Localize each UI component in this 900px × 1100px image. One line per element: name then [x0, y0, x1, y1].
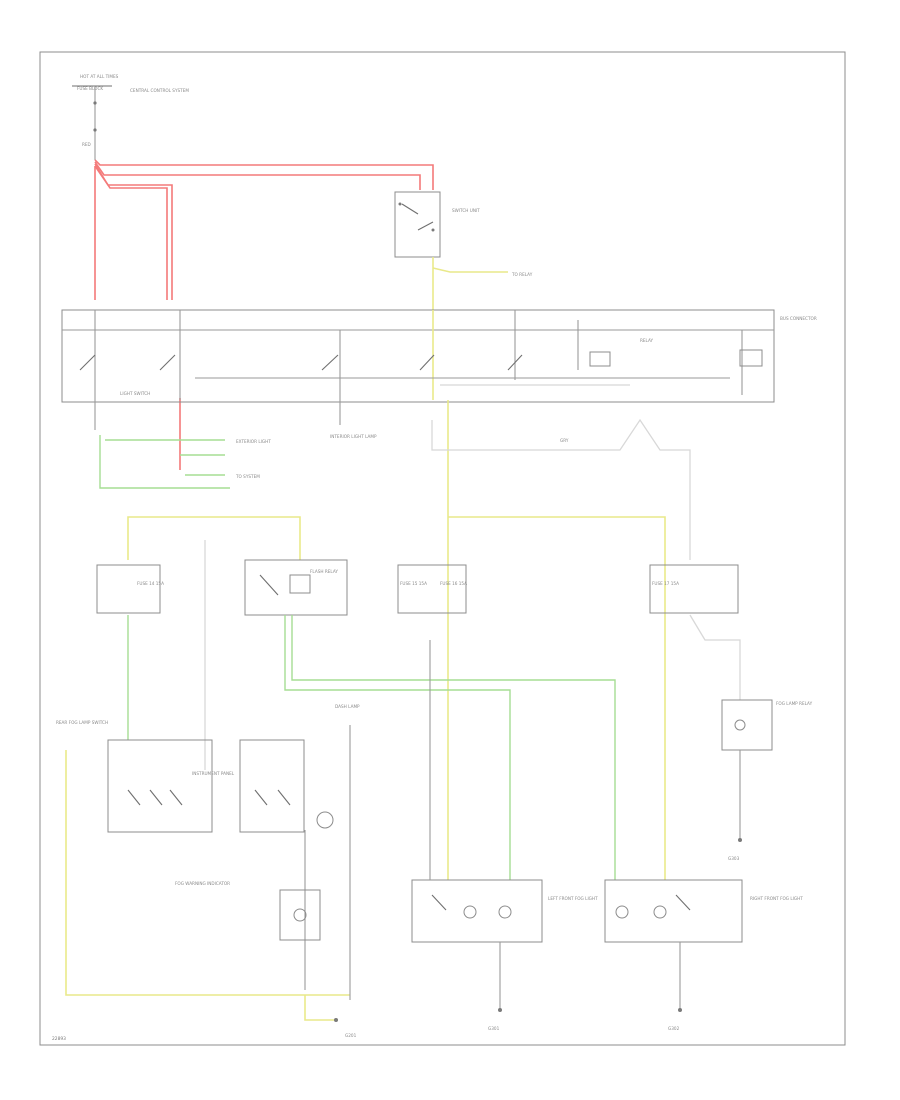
- gry-wire-label: GRY: [560, 438, 569, 443]
- left-switch-label: REAR FOG LAMP SWITCH: [56, 720, 108, 725]
- light-switch-group: REAR FOG LAMP SWITCH DASH LAMP INSTRUMEN…: [56, 615, 360, 1038]
- fuse-block-label: FUSE BLOCK: [77, 86, 103, 91]
- to-relay-label: TO RELAY: [511, 272, 533, 277]
- instrument-panel-label: INSTRUMENT PANEL: [192, 771, 235, 776]
- power-source: HOT AT ALL TIMES FUSE BLOCK CENTRAL CONT…: [72, 74, 189, 160]
- switch-unit: SWITCH UNIT TO RELAY: [394, 191, 533, 310]
- fuse-d-label: FUSE 17 15A: [652, 581, 679, 586]
- red-wires: [94, 159, 434, 470]
- lower-bus-wires: EXTERIOR LIGHT TO SYSTEM INTERIOR LIGHT …: [94, 400, 691, 880]
- ground-c-label: G302: [668, 1026, 680, 1031]
- bus-connector-label: BUS CONNECTOR: [780, 316, 817, 321]
- to-system-label: TO SYSTEM: [235, 474, 260, 479]
- flash-relay: FLASH RELAY: [204, 540, 616, 880]
- light-switch-label: LIGHT SWITCH: [120, 391, 150, 396]
- left-fog-light: LEFT FRONT FOG LIGHT G301: [411, 640, 598, 1031]
- fuse-b-label: FUSE 15 15A: [400, 581, 427, 586]
- ground-a-label: G201: [345, 1033, 357, 1038]
- relay-label: RELAY: [640, 338, 654, 343]
- switch-unit-label: SWITCH UNIT: [452, 208, 480, 213]
- right-fog-label: RIGHT FRONT FOG LIGHT: [750, 896, 803, 901]
- diagram-frame: [39, 51, 846, 1046]
- ground-d-label: G303: [728, 856, 740, 861]
- yellow-wires: [65, 516, 666, 1021]
- fog-warning-label: FOG WARNING INDICATOR: [175, 881, 230, 886]
- flash-relay-label: FLASH RELAY: [310, 569, 338, 574]
- exterior-light-label: EXTERIOR LIGHT: [236, 439, 271, 444]
- fog-lamp-relay: FOG LAMP RELAY G303: [689, 614, 813, 861]
- red-wire-label: RED: [82, 142, 91, 147]
- central-control-label: CENTRAL CONTROL SYSTEM: [130, 88, 189, 93]
- fuse-a-label: FUSE 14 15A: [137, 581, 164, 586]
- page-code: 22893: [52, 1036, 66, 1042]
- ground-b-label: G301: [488, 1026, 500, 1031]
- fog-relay-label: FOG LAMP RELAY: [776, 701, 813, 706]
- right-fog-light: RIGHT FRONT FOG LIGHT G302: [604, 879, 803, 1031]
- fuses: FUSE 14 15A FUSE 15 15A FUSE 16 15A FUSE…: [96, 564, 739, 614]
- dash-lamp-label: DASH LAMP: [335, 704, 360, 709]
- bus-connector: BUS CONNECTOR RELAY LIGHT SWITCH: [61, 309, 817, 403]
- fuse-c-label: FUSE 16 15A: [440, 581, 467, 586]
- interior-lamp-label: INTERIOR LIGHT LAMP: [330, 434, 377, 439]
- left-fog-label: LEFT FRONT FOG LIGHT: [548, 896, 598, 901]
- hot-label: HOT AT ALL TIMES: [80, 74, 119, 79]
